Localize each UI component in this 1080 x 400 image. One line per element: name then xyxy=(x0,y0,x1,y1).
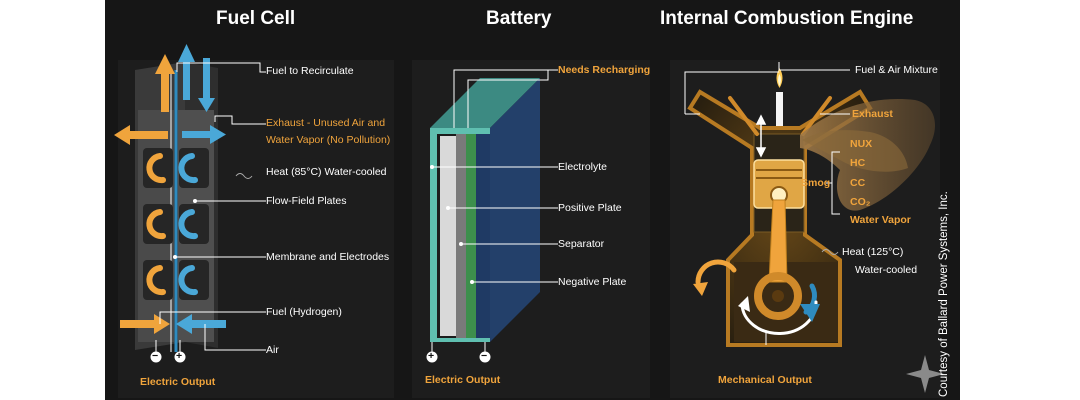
fuel-cell-leader-lines xyxy=(159,62,266,351)
label-fuel-hydrogen: Fuel (Hydrogen) xyxy=(266,306,342,318)
label-exhaust-line2: Water Vapor (No Pollution) xyxy=(266,134,391,146)
sparkle-logo-icon xyxy=(906,355,944,393)
label-negative-plate: Negative Plate xyxy=(558,276,627,288)
fuel-cell-terminals xyxy=(150,340,186,363)
fuel-cell-output: Electric Output xyxy=(140,376,216,388)
label-fuel-to-recirculate: Fuel to Recirculate xyxy=(266,65,354,77)
engine-title: Internal Combustion Engine xyxy=(660,8,914,29)
label-needs-recharging: Needs Recharging xyxy=(558,64,651,76)
engine-rotation-arrow-heads xyxy=(693,282,820,322)
label-exhaust-line1: Exhaust - Unused Air and xyxy=(266,117,386,129)
fuel-cell-flow-arrows xyxy=(114,44,226,334)
engine-valves xyxy=(728,96,832,136)
engine-exhaust-smoke xyxy=(800,99,935,211)
engine-spark-plug xyxy=(776,68,783,126)
battery-terminals xyxy=(426,351,491,363)
label-smog-co2: CO₂ xyxy=(850,196,871,208)
battery-leader-lines xyxy=(431,69,558,352)
credit-text: Courtesy of Ballard Power Systems, Inc. xyxy=(938,191,950,397)
engine-output: Mechanical Output xyxy=(718,374,812,386)
battery-negative-sign: − xyxy=(481,350,488,362)
label-water-cooled: Water-cooled xyxy=(855,264,918,276)
label-electrolyte: Electrolyte xyxy=(558,161,608,173)
fuel-cell-negative-sign: − xyxy=(152,350,159,362)
label-membrane-electrodes: Membrane and Electrodes xyxy=(266,251,390,263)
label-heat-125: Heat (125°C) xyxy=(842,246,904,258)
label-smog: Smog xyxy=(801,177,831,189)
label-fuel-air-mixture: Fuel & Air Mixture xyxy=(855,64,938,76)
label-flow-field-plates: Flow-Field Plates xyxy=(266,195,347,207)
fuel-cell-positive-sign: + xyxy=(176,350,183,362)
label-smog-water-vapor: Water Vapor xyxy=(850,214,911,226)
battery-leader-dots xyxy=(430,165,474,284)
fuel-cell-curl-arrows xyxy=(146,153,198,296)
label-exhaust: Exhaust xyxy=(852,108,893,120)
battery-cell xyxy=(430,78,540,342)
battery-title: Battery xyxy=(486,8,552,29)
label-separator: Separator xyxy=(558,238,605,250)
fuel-cell-leader-dots xyxy=(173,199,197,259)
label-smog-hc: HC xyxy=(850,157,866,169)
engine-stroke-arrow xyxy=(755,114,767,158)
battery-output: Electric Output xyxy=(425,374,501,386)
engine-piston xyxy=(753,159,805,320)
label-smog-cc: CC xyxy=(850,177,866,189)
engine-leader-lines xyxy=(684,62,850,255)
fuel-cell-title: Fuel Cell xyxy=(216,8,296,29)
battery-positive-sign: + xyxy=(428,350,435,362)
label-air: Air xyxy=(266,344,279,356)
label-smog-nux: NUX xyxy=(850,138,873,150)
label-heat-85: Heat (85°C) Water-cooled xyxy=(266,166,387,178)
label-positive-plate: Positive Plate xyxy=(558,202,622,214)
